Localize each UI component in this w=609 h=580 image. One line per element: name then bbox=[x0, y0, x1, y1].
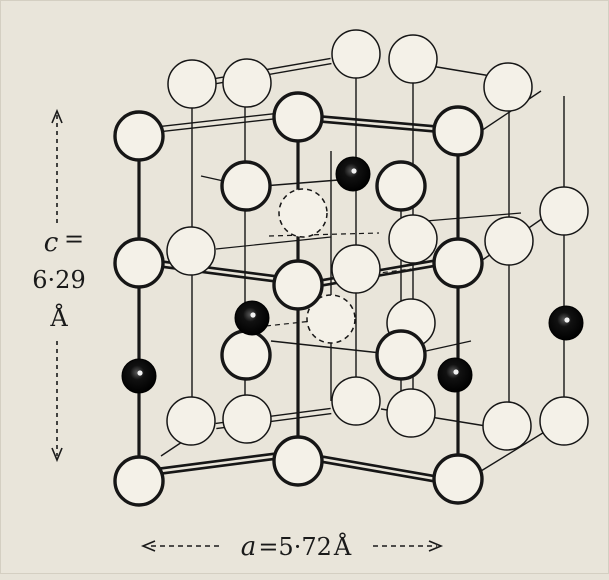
large-atom-icon bbox=[331, 244, 381, 294]
large-atom-icon bbox=[539, 396, 589, 446]
bottom-bond bbox=[320, 460, 436, 483]
large-atom-icon bbox=[331, 29, 381, 79]
layer-bond bbox=[425, 340, 472, 352]
layer-bond bbox=[268, 232, 380, 237]
a-axis-equals: = bbox=[258, 533, 278, 561]
large-atom-icon bbox=[539, 186, 589, 236]
large-atom-icon bbox=[166, 396, 216, 446]
c-axis-symbol: c bbox=[44, 228, 59, 258]
c-axis-unit: Å bbox=[49, 303, 68, 332]
c-axis-dimension: c = 6·29 Å bbox=[32, 108, 86, 463]
large-atom-icon bbox=[272, 91, 324, 143]
large-atom-icon bbox=[220, 160, 272, 212]
large-atom-icon bbox=[388, 34, 438, 84]
large-atom-icon bbox=[388, 214, 438, 264]
layer-bond bbox=[270, 340, 382, 354]
large-atom-icon bbox=[166, 226, 216, 276]
c-axis-equals: = bbox=[64, 225, 84, 253]
large-atom-icon bbox=[272, 435, 324, 487]
bottom-bond bbox=[160, 452, 277, 470]
large-atom-icon bbox=[272, 259, 324, 311]
top-bond bbox=[161, 117, 278, 133]
bottom-bond bbox=[480, 430, 547, 472]
a-axis-dimension: a=5·72Å bbox=[140, 532, 444, 562]
atom-highlight bbox=[351, 168, 357, 174]
large-atom-icon bbox=[386, 388, 436, 438]
large-atom-icon bbox=[222, 58, 272, 108]
large-atom-icon bbox=[167, 59, 217, 109]
layer-bond bbox=[262, 178, 352, 187]
atom-highlight bbox=[453, 369, 459, 375]
large-atom-icon bbox=[483, 62, 533, 112]
c-axis-arrowhead-bottom bbox=[51, 447, 63, 463]
large-atom-icon bbox=[484, 216, 534, 266]
atom-highlight bbox=[137, 370, 143, 376]
bottom-bond bbox=[321, 455, 437, 478]
large-atom-icon bbox=[432, 237, 484, 289]
large-atom-icon bbox=[278, 188, 328, 238]
a-axis-arrowhead-left bbox=[140, 540, 156, 552]
a-axis-unit: Å bbox=[333, 532, 352, 561]
small-black-atom-icon bbox=[234, 300, 270, 336]
front-atoms bbox=[113, 91, 484, 507]
large-atom-icon bbox=[222, 394, 272, 444]
large-atom-icon bbox=[113, 110, 165, 162]
small-black-atom-icon bbox=[335, 156, 371, 192]
large-atom-icon bbox=[432, 105, 484, 157]
small-black-atom-icon bbox=[437, 357, 473, 393]
atom-highlight bbox=[250, 312, 256, 318]
a-axis-label: a=5·72Å bbox=[241, 532, 352, 562]
c-axis-arrowhead-top bbox=[51, 108, 63, 124]
large-atom-icon bbox=[113, 237, 165, 289]
back-atoms bbox=[166, 29, 589, 451]
small-black-atom-icon bbox=[121, 358, 157, 394]
large-atom-icon bbox=[306, 294, 356, 344]
bottom-bond bbox=[161, 457, 278, 475]
large-atom-icon bbox=[331, 376, 381, 426]
a-axis-symbol: a bbox=[241, 532, 257, 562]
a-axis-arrowhead-right bbox=[428, 540, 444, 552]
top-bond bbox=[321, 115, 437, 128]
top-bond bbox=[320, 120, 436, 133]
large-atom-icon bbox=[220, 329, 272, 381]
top-bond bbox=[160, 112, 277, 128]
large-atom-icon bbox=[375, 329, 427, 381]
c-axis-value: 6·29 bbox=[32, 266, 85, 294]
small-black-atoms bbox=[121, 156, 584, 394]
small-black-atom-icon bbox=[548, 305, 584, 341]
large-atom-icon bbox=[482, 401, 532, 451]
a-axis-value: 5·72 bbox=[278, 533, 331, 561]
large-atom-icon bbox=[113, 455, 165, 507]
large-atom-icon bbox=[375, 160, 427, 212]
atom-highlight bbox=[564, 317, 570, 323]
layer-bond bbox=[425, 212, 522, 222]
middle-bond bbox=[215, 236, 332, 250]
large-atom-icon bbox=[432, 453, 484, 505]
